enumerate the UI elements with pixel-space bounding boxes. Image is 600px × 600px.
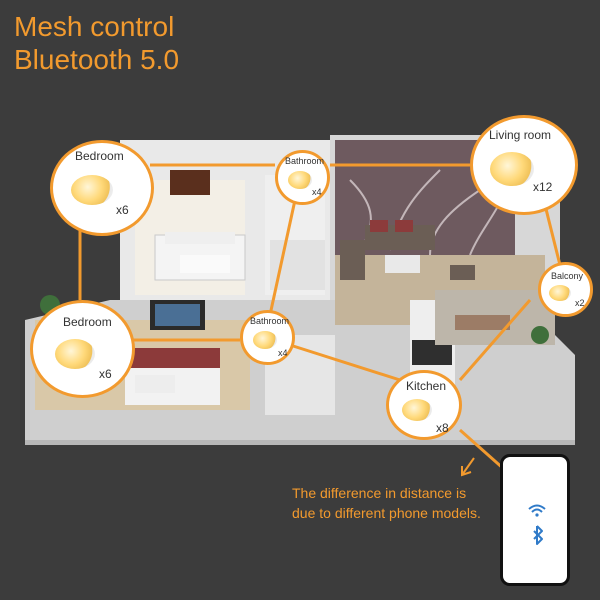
smartphone-icon	[500, 454, 570, 586]
room-kitchen-node: Kitchen x8	[386, 370, 462, 440]
light-icon	[402, 399, 432, 421]
room-label: Bedroom	[63, 315, 112, 329]
headline: Mesh control Bluetooth 5.0	[14, 10, 179, 76]
light-icon	[549, 285, 571, 301]
room-living-node: Living room x12	[470, 115, 578, 215]
room-balcony-node: Balcony x2	[538, 262, 593, 317]
light-icon	[71, 175, 113, 205]
light-icon	[253, 331, 277, 349]
room-bathroom-top-node: Bathroom x4	[275, 150, 330, 205]
headline-line-2: Bluetooth 5.0	[14, 44, 180, 75]
wifi-icon	[528, 504, 546, 517]
room-count: x4	[312, 187, 322, 197]
room-count: x8	[436, 421, 449, 435]
light-icon	[55, 339, 95, 369]
headline-line-1: Mesh control	[14, 11, 175, 42]
room-count: x12	[533, 180, 553, 194]
room-count: x4	[278, 348, 288, 358]
note-line-2: due to different phone models.	[292, 505, 481, 521]
room-label: Balcony	[551, 271, 584, 281]
room-label: Kitchen	[406, 379, 447, 393]
room-bedroom-bottom-node: Bedroom x6	[30, 300, 135, 398]
light-icon	[490, 152, 534, 186]
light-icon	[288, 171, 312, 189]
distance-note: The difference in distance is due to dif…	[292, 483, 481, 523]
room-count: x6	[116, 203, 129, 217]
room-count: x6	[99, 367, 112, 381]
room-bedroom-top-node: Bedroom x6	[50, 140, 154, 236]
room-label: Bathroom	[285, 156, 325, 166]
room-count: x2	[575, 298, 585, 308]
room-bathroom-bottom-node: Bathroom x4	[240, 310, 295, 365]
bluetooth-icon	[533, 525, 543, 545]
phone-status-icons	[527, 503, 547, 551]
room-label: Living room	[489, 128, 552, 142]
room-label: Bedroom	[75, 149, 124, 163]
room-label: Bathroom	[250, 316, 290, 326]
note-line-1: The difference in distance is	[292, 485, 467, 501]
